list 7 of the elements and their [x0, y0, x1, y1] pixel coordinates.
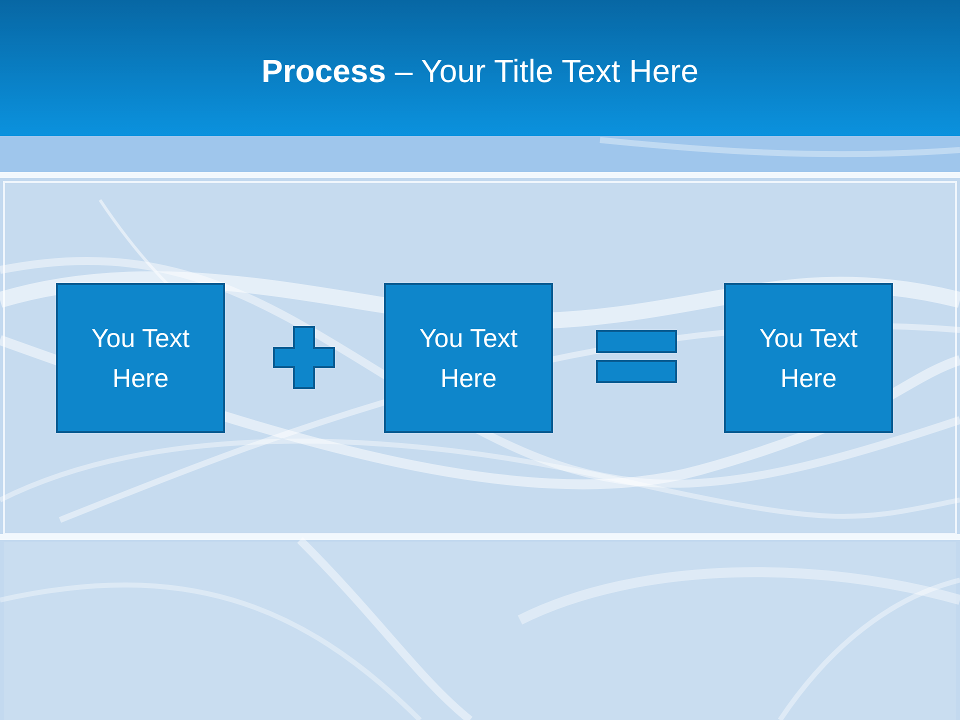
box-text: You Text Here	[418, 322, 519, 395]
process-box	[56, 283, 225, 433]
box-text: You Text Here	[758, 322, 859, 395]
box-text: You Text Here	[90, 322, 191, 395]
process-box	[384, 283, 553, 433]
process-box	[724, 283, 893, 433]
slide-title: Process – Your Title Text Here	[261, 53, 698, 89]
